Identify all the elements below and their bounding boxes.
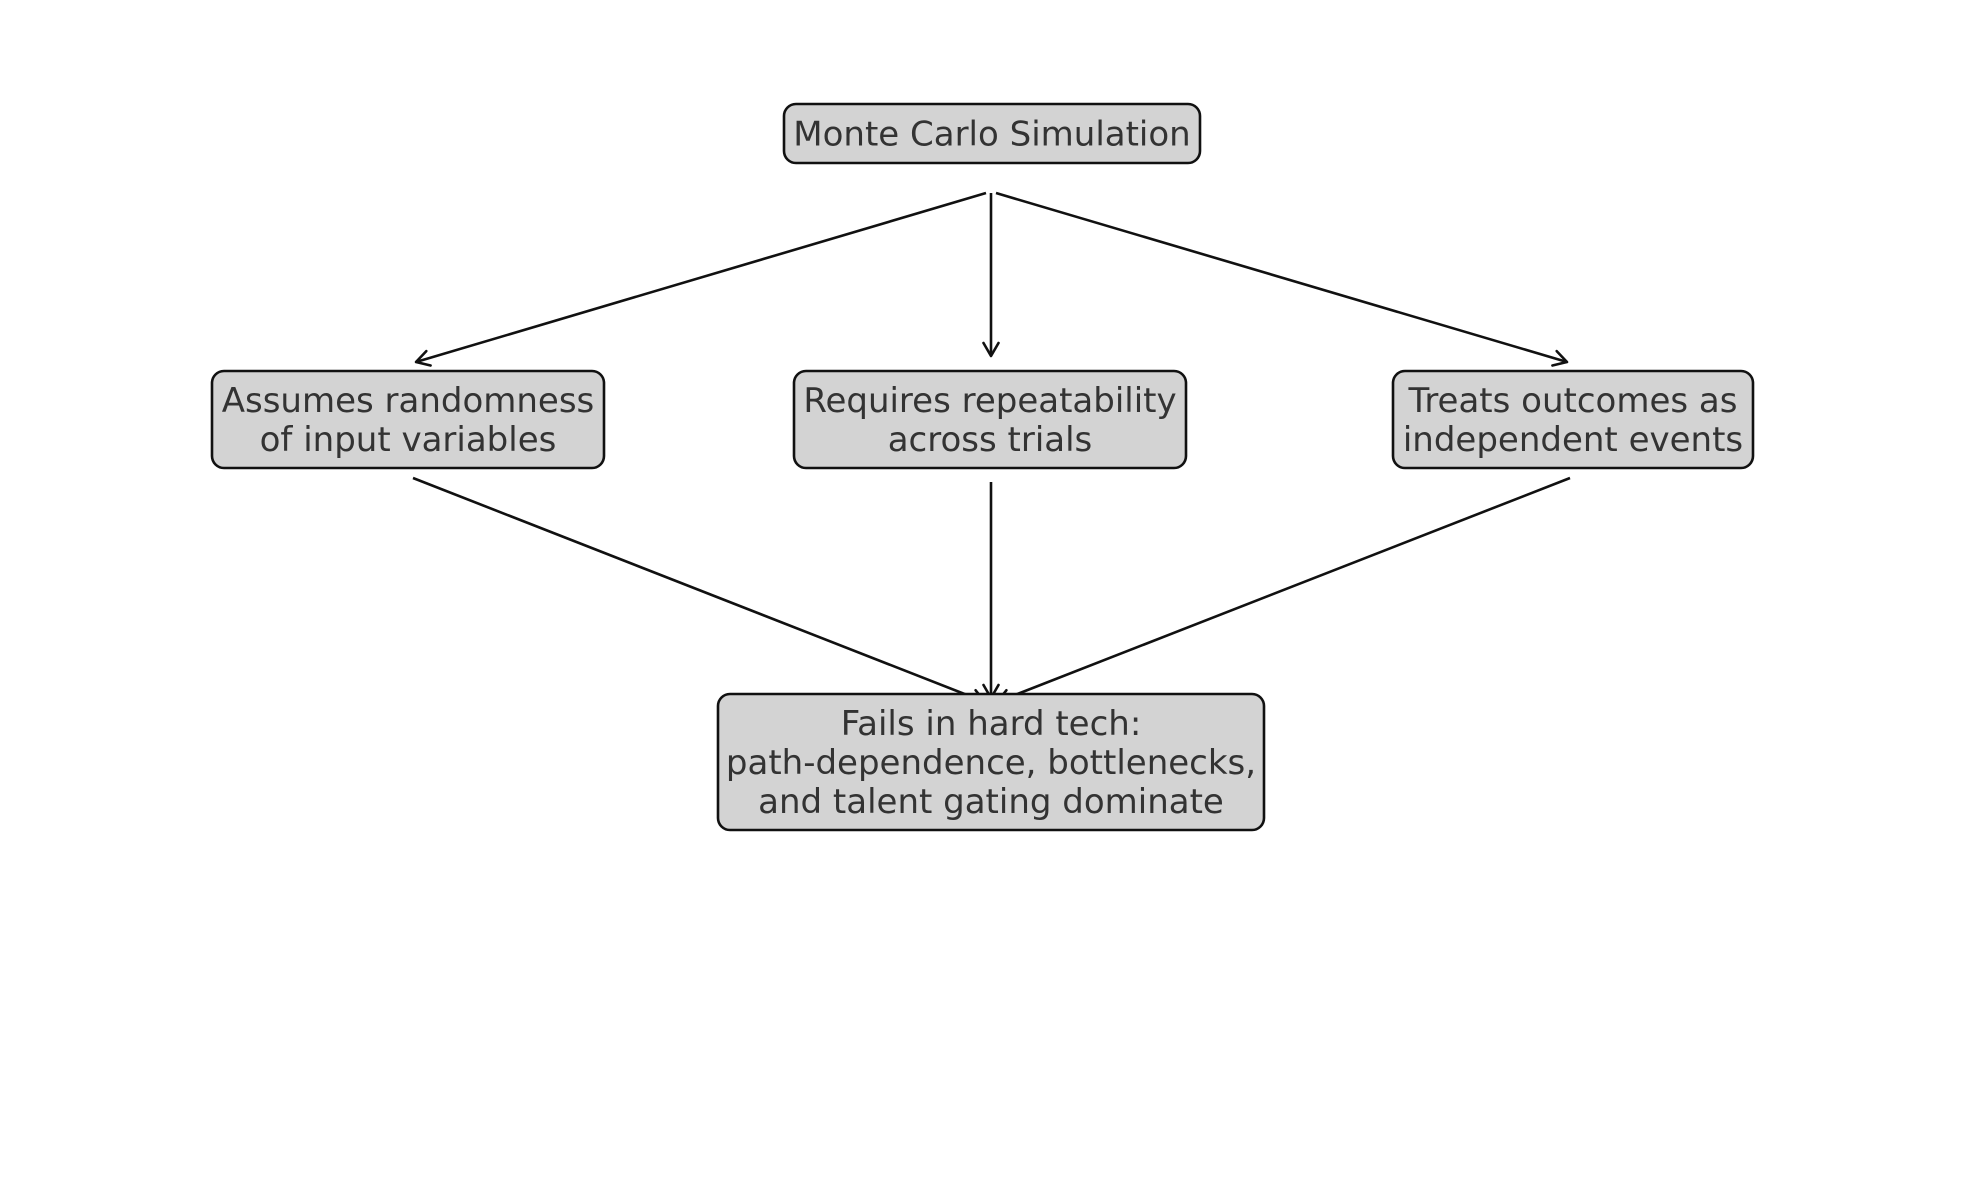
arrow-head-icon [414,349,432,367]
node-box-root [782,102,1202,165]
node-label-independence-line-2: independent events [1403,420,1743,460]
node-label-conclusion-line-2: path-dependence, bottlenecks, [726,743,1256,783]
arrow-root-to-repeatability [982,193,1000,358]
arrow-repeatability-to-conclusion [982,482,1000,700]
node-box-independence [1391,369,1755,470]
arrow-root-to-randomness [414,191,987,367]
node-conclusion: Fails in hard tech:path-dependence, bott… [716,692,1266,832]
arrow-line [996,476,1571,704]
node-label-repeatability-line-1: Requires repeatability [803,381,1176,421]
arrow-line [995,191,1568,364]
arrow-head-icon [1551,349,1569,367]
node-label-randomness-line-1: Assumes randomness [222,381,595,421]
node-label-randomness-line-2: of input variables [260,420,557,460]
arrow-randomness-to-conclusion [412,476,987,706]
arrow-line [412,476,986,704]
node-label-conclusion-line-3: and talent gating dominate [758,782,1224,822]
arrow-root-to-independence [995,191,1569,367]
node-root: Monte Carlo Simulation [782,102,1202,165]
arrow-line [415,191,987,364]
arrow-head-icon [982,341,1000,358]
node-label-conclusion-line-1: Fails in hard tech: [841,704,1142,744]
node-label-repeatability-line-2: across trials [888,420,1093,460]
node-box-repeatability [792,369,1188,470]
node-label-root-line-1: Monte Carlo Simulation [793,115,1190,155]
arrow-independence-to-conclusion [995,476,1571,706]
node-box-randomness [210,369,606,470]
node-label-independence-line-1: Treats outcomes as [1408,381,1738,421]
node-box-conclusion [716,692,1266,832]
